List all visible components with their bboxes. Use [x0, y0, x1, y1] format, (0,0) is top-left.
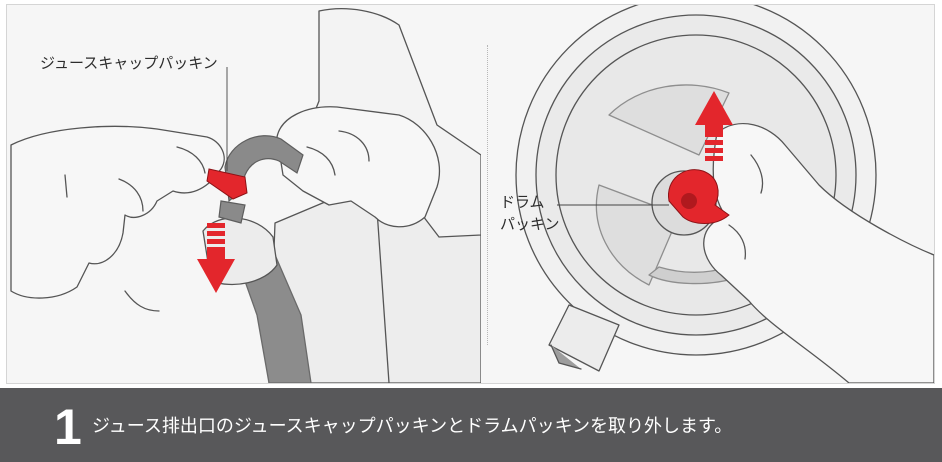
caption-bar — [0, 388, 942, 462]
up-arrow-icon — [695, 91, 733, 161]
down-arrow-icon — [197, 223, 235, 293]
juice-cap-packing — [206, 168, 248, 200]
drum-packing-label-line1: ドラム — [500, 193, 545, 211]
right-hand — [276, 106, 441, 228]
left-hand — [10, 125, 225, 299]
drum-packing-label-line2: パッキン — [500, 215, 560, 233]
left-illustration — [10, 8, 481, 383]
illustration-frame: ジュースキャップパッキン ドラム パッキン — [6, 4, 935, 384]
drum-spout — [548, 304, 620, 372]
right-illustration — [515, 5, 934, 383]
step-caption: ジュース排出口のジュースキャップパッキンとドラムパッキンを取り外します。 — [92, 416, 733, 437]
juice-cap-packing-label: ジュースキャップパッキン — [40, 54, 218, 72]
step-number: 1 — [54, 399, 82, 455]
drum-packing — [668, 169, 730, 224]
drum-packing-label: ドラム パッキン — [500, 191, 560, 235]
panel-divider — [487, 45, 488, 345]
gasket-ring — [224, 135, 304, 203]
